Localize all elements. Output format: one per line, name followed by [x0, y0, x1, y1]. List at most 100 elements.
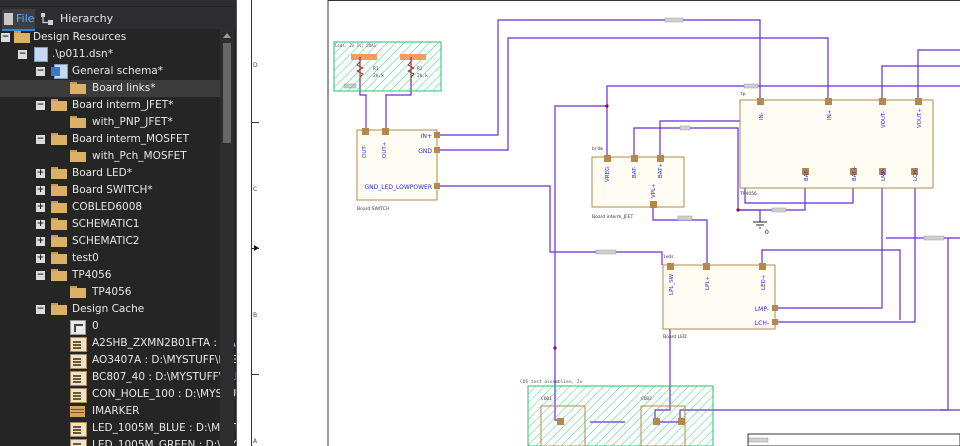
cache-item[interactable]: A2SHB_ZXMN2B01FTA : D:\I [0, 335, 236, 352]
collapse-toggle[interactable]: − [36, 100, 45, 110]
page-icon [70, 116, 86, 128]
tree-item-schematic2[interactable]: + SCHEMATIC2 [0, 233, 220, 250]
tree-item-label: CON_HOLE_100 : D:\MYSTUFI [92, 388, 236, 400]
scrollbar-thumb[interactable] [223, 43, 231, 143]
collapse-toggle[interactable]: − [1, 32, 10, 42]
tree-item-test0[interactable]: + test0 [0, 250, 220, 267]
pin[interactable] [703, 263, 710, 270]
tree-item-label: Board interm_MOSFET [72, 133, 190, 145]
scroll-up-icon[interactable] [223, 33, 231, 38]
expand-toggle[interactable]: + [36, 236, 45, 246]
wire [881, 65, 960, 100]
board-led-block[interactable]: leds LPL_SW LPL+ LED+ LMP- LCH- Board LE… [662, 254, 778, 340]
resistor-r1-icon [356, 61, 364, 78]
cache-item[interactable]: AO3407A : D:\MYSTUFF\ELE [0, 352, 236, 369]
collapse-toggle[interactable]: − [18, 49, 27, 59]
collapse-toggle[interactable]: − [36, 304, 45, 314]
tree-item-board-links[interactable]: Board links* [0, 80, 220, 97]
tree-item-with-pch-mosfet[interactable]: with_Pch_MOSFET [0, 148, 220, 165]
hierarchy-icon [41, 13, 53, 25]
pin[interactable] [382, 128, 389, 135]
pin[interactable] [667, 263, 674, 270]
tab-file[interactable]: File [2, 9, 35, 31]
pin[interactable] [604, 155, 611, 162]
collapse-toggle[interactable]: − [36, 66, 45, 76]
cache-item[interactable]: BC807_40 : D:\MYSTUFF\ELE [0, 369, 236, 386]
collapse-toggle[interactable]: − [36, 270, 45, 280]
pin[interactable] [653, 418, 660, 425]
tree-item-design-file[interactable]: − .\p011.dsn* [0, 46, 220, 63]
cache-item[interactable]: LED_1005M_GREEN : D:\MYS [0, 437, 236, 446]
expand-toggle[interactable]: + [36, 219, 45, 229]
led-resistor-group[interactable]: Leds, 2x 5v, SOAS R1 2k.k R2 2k.k [333, 41, 442, 92]
pin[interactable] [557, 418, 564, 425]
cache-item[interactable]: CON_HOLE_100 : D:\MYSTUFI [0, 386, 236, 403]
tree-item-schematic1[interactable]: + SCHEMATIC1 [0, 216, 220, 233]
pin[interactable] [362, 128, 369, 135]
pin[interactable] [757, 98, 764, 105]
tree-item-board-switch[interactable]: + Board SWITCH* [0, 182, 220, 199]
pin[interactable] [915, 98, 922, 105]
cache-item[interactable]: LED_1005M_BLUE : D:\MYST [0, 420, 236, 437]
collapse-toggle[interactable]: − [36, 134, 45, 144]
expand-toggle[interactable]: + [36, 185, 45, 195]
tree-item-board-interm-jfet[interactable]: − Board interm_JFET* [0, 97, 220, 114]
tree-item-design-resources[interactable]: − Design Resources [0, 29, 220, 46]
resistor-value: 2k.k [373, 73, 384, 79]
junction-dot [605, 104, 609, 108]
folder-icon [51, 269, 67, 281]
cob-test-group[interactable]: COS test assemblies, 2x COB1 COB2 [520, 379, 714, 446]
board-switch-block[interactable]: OUT- OUT+ IN+ GND GND_LED_LOWPOWER Board… [356, 128, 440, 212]
pin[interactable] [825, 98, 832, 105]
tree-item-with-pnp-jfet[interactable]: with_PNP_JFET* [0, 114, 220, 131]
tp4056-block[interactable]: tp IN- IN+ VOUT- VOUT+ BAT- BAT+ LMP- LC… [739, 91, 934, 197]
tree-item-board-led[interactable]: + Board LED* [0, 165, 220, 182]
block-label: Board SWITCH [357, 206, 389, 212]
pin[interactable] [434, 132, 440, 138]
pin[interactable] [759, 263, 766, 270]
page-pointer-icon [254, 245, 259, 251]
pin[interactable] [631, 155, 638, 162]
pin[interactable] [879, 168, 886, 175]
tree-item-cobled6008[interactable]: + COBLED6008 [0, 199, 220, 216]
pin[interactable] [657, 155, 664, 162]
cache-item[interactable]: 0 [0, 318, 220, 335]
tree-item-label: with_PNP_JFET* [92, 116, 173, 128]
pin[interactable] [772, 305, 778, 311]
pin[interactable] [850, 168, 857, 175]
pin[interactable] [772, 319, 778, 325]
tree-scrollbar[interactable] [220, 29, 234, 446]
expand-toggle[interactable]: + [36, 168, 45, 178]
pin[interactable] [434, 183, 440, 189]
net-label [679, 125, 691, 131]
group-title: COS test assemblies, 2x [520, 379, 583, 385]
tree-item-design-cache[interactable]: − Design Cache [0, 301, 220, 318]
tree-item-label: SCHEMATIC1 [72, 218, 140, 230]
tree-item-label: Design Resources [33, 31, 127, 43]
pin[interactable] [678, 418, 685, 425]
expand-toggle[interactable]: + [36, 202, 45, 212]
cache-item[interactable]: IMARKER [0, 403, 220, 420]
pin[interactable] [911, 168, 918, 175]
schematic-sheet[interactable]: Leds, 2x 5v, SOAS R1 2k.k R2 2k.k OUT- O… [260, 0, 960, 446]
pin-label: VOUT- [881, 111, 887, 128]
wire [438, 19, 761, 136]
pin[interactable] [434, 147, 440, 153]
pin[interactable] [879, 98, 886, 105]
tree-item-general-schema[interactable]: − General schema* [0, 63, 220, 80]
pin[interactable] [650, 201, 657, 208]
ruler-tick [251, 122, 259, 123]
tree-item-tp4056[interactable]: − TP4056 [0, 267, 220, 284]
tree-item-board-interm-mosfet[interactable]: − Board interm_MOSFET [0, 131, 220, 148]
schematic-canvas[interactable]: Leds, 2x 5v, SOAS R1 2k.k R2 2k.k OUT- O… [260, 0, 960, 446]
wire [652, 207, 708, 265]
ground-symbol[interactable]: 0 [753, 221, 769, 236]
pin-label: LMP- [755, 306, 769, 313]
folder-icon [51, 218, 67, 230]
tree-item-tp4056-page[interactable]: TP4056 [0, 284, 220, 301]
junctions [553, 104, 740, 350]
tab-hierarchy[interactable]: Hierarchy [38, 9, 128, 29]
board-interm-jfet-block[interactable]: brdm VREG BAT- BAT+ VPL+ Board interm_JF… [591, 146, 685, 220]
expand-toggle[interactable]: + [36, 253, 45, 263]
pin[interactable] [802, 168, 809, 175]
